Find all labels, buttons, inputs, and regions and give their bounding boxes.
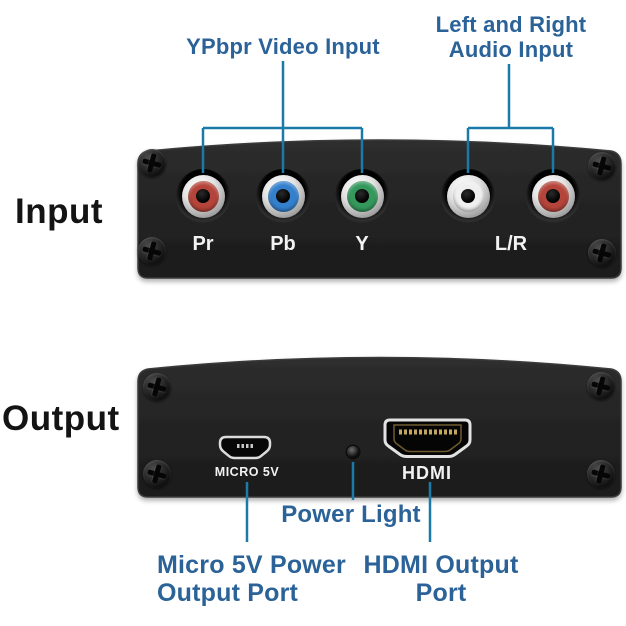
screw-icon: [138, 149, 166, 177]
jack-ring: [181, 174, 225, 218]
audio-input-annotation: Left and Right Audio Input: [435, 12, 587, 62]
power-light: [347, 446, 359, 458]
jack-ring: [261, 174, 305, 218]
screw-icon: [143, 373, 171, 401]
screw-icon: [138, 237, 166, 265]
screw-icon: [587, 372, 615, 400]
audio-left-jack: [441, 169, 495, 223]
pr-label: Pr: [192, 233, 214, 255]
screw-icon: [587, 460, 615, 488]
pb-label: Pb: [270, 233, 296, 255]
hdmi-label: HDMI: [402, 463, 452, 483]
power-light-annotation: Power Light: [281, 501, 421, 528]
y-jack: [335, 169, 389, 223]
audio-lr-label: L/R: [494, 233, 528, 255]
screw-icon: [588, 239, 616, 267]
jack-ring: [531, 174, 575, 218]
hdmi-port: [383, 418, 472, 458]
output-side-label: Output: [2, 399, 120, 438]
micro-usb-annotation: Micro 5V Power Output Port: [157, 551, 346, 607]
output-panel: [137, 356, 622, 498]
jack-ring: [446, 174, 490, 218]
screw-icon: [143, 460, 171, 488]
screw-icon: [588, 152, 616, 180]
y-label: Y: [355, 233, 369, 255]
micro-usb-label: MICRO 5V: [214, 465, 280, 479]
pb-jack: [256, 169, 310, 223]
hdmi-annotation: HDMI Output Port: [363, 551, 519, 607]
input-side-label: Input: [15, 192, 104, 231]
pr-jack: [176, 169, 230, 223]
micro-usb-port: [218, 435, 272, 460]
jack-ring: [340, 174, 384, 218]
audio-right-jack: [526, 169, 580, 223]
video-input-annotation: YPbpr Video Input: [186, 34, 380, 59]
